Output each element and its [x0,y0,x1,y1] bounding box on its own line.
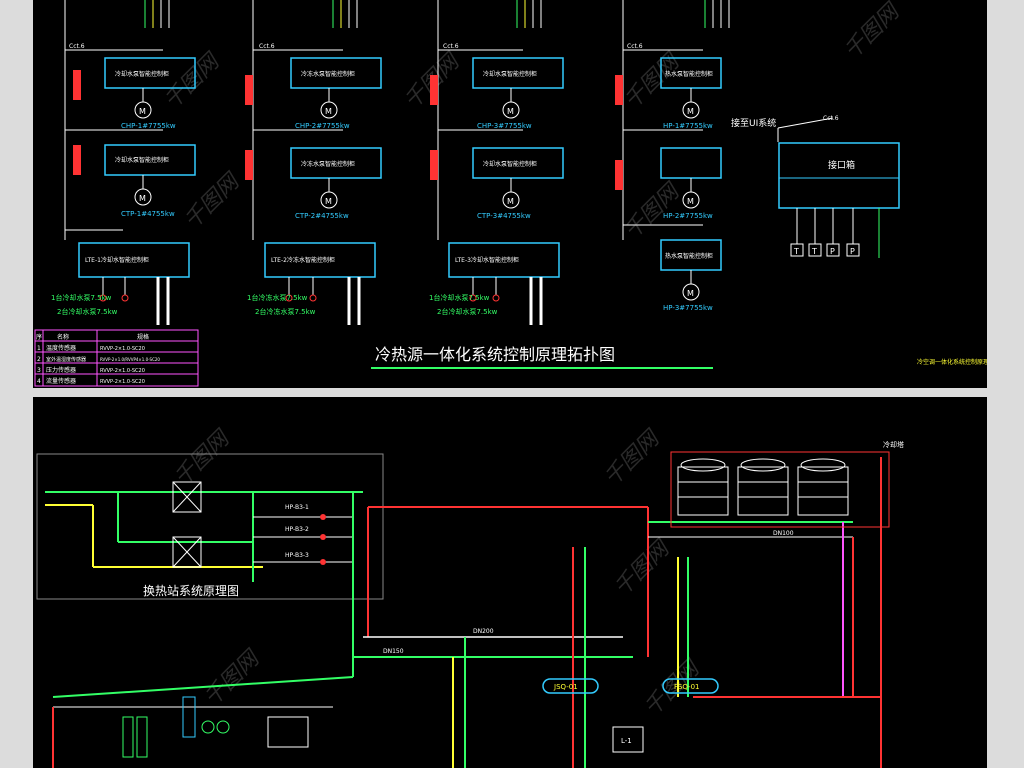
inset-hp2: HP-B3-2 [285,526,309,533]
legend-row-2-no: 2 [37,356,41,363]
inset-hp3: HP-B3-3 [285,552,309,559]
group-3-panel-label: LTE-3冷却水智能控制柜 [455,256,519,264]
svg-text:M: M [139,194,146,203]
inset-title: 换热站系统原理图 [143,584,239,598]
svg-text:M: M [687,197,694,206]
svg-text:千图网: 千图网 [170,425,236,491]
group-2-panel-label: LTE-2冷冻水智能控制柜 [271,256,335,264]
group-1-motor1-label: CHP-1#7755kw [121,122,176,130]
group-4-panel-label: 热水泵智能控制柜 [665,252,713,260]
svg-text:千图网: 千图网 [610,535,676,601]
group-3-motor1-label: CHP-3#7755kw [477,122,532,130]
group-2-motor2-label: CTP-2#4755kw [295,212,349,220]
inset-frame [36,453,384,600]
legend-table [34,329,199,387]
group-1-pump2-label: 2台冷却水泵7.5kw [57,307,118,316]
tanks [122,678,719,758]
svg-text:千图网: 千图网 [620,178,686,244]
left-pumps [52,707,230,768]
group-1-motor2-label: CTP-1#4755kw [121,210,175,218]
unit-l1-label: L-1 [621,737,632,745]
group-2-pump1-label: 1台冷冻水泵7.5kw [247,293,308,302]
interface-box [777,117,900,258]
control-topology-svg: 千图网 千图网 千图网 千图网 千图网 千图网 M M 冷却水泵智能控制柜 CH… [34,0,987,387]
group-4-motor1-label: HP-1#7755kw [663,122,713,130]
group-2-pump2-label: 2台冷冻水泵7.5kw [255,307,316,316]
group-4-motor2-label: HP-2#7755kw [663,212,713,220]
legend-row-4-name: 流量传感器 [46,377,76,385]
group-3-cable-label: Cct.6 [443,43,459,50]
control-topology-panel: 千图网 千图网 千图网 千图网 千图网 千图网 M M 冷却水泵智能控制柜 CH… [33,0,987,388]
svg-text:M: M [139,107,146,116]
legend-header-1: 序 [36,333,42,341]
legend-row-2-spec: RVVP-2×1.0/RVVP4×1.0-SC20 [100,357,160,362]
tank-fsq-label: FSQ-01 [674,683,699,691]
group-2: M M [245,0,382,325]
group-1-unit-label: 冷却水泵智能控制柜 [115,70,169,78]
group-2-unit2-label: 冷冻水泵智能控制柜 [301,160,355,168]
group-4-unit-label: 热水泵智能控制柜 [665,70,713,78]
legend-row-3-name: 压力传感器 [46,366,76,374]
legend-row-4-no: 4 [37,378,41,385]
legend-header-3: 规格 [137,333,149,341]
inset-piping [45,481,363,597]
diagram-note: 冷空调一体化系统控制原理图？ [917,358,987,366]
inset-hp1: HP-B3-1 [285,504,309,511]
svg-text:千图网: 千图网 [600,425,666,491]
group-3: M M [430,0,564,325]
group-2-unit-label: 冷冻水泵智能控制柜 [301,70,355,78]
svg-text:千图网: 千图网 [840,0,906,64]
svg-text:M: M [325,197,332,206]
svg-text:M: M [325,107,332,116]
group-2-cable-label: Cct.6 [259,43,275,50]
group-2-motor1-label: CHP-2#7755kw [295,122,350,130]
legend-row-1-spec: RVVP-2×1.0-SC20 [100,346,145,352]
interface-box-label: 接口箱 [828,159,855,171]
group-3-pump2-label: 2台冷却水泵7.5kw [437,307,498,316]
legend-header-2: 名称 [57,333,69,341]
group-3-motor2-label: CTP-3#4755kw [477,212,531,220]
group-1-panel-label: LTE-1冷却水智能控制柜 [85,256,149,264]
legend-row-3-no: 3 [37,367,41,374]
group-4: M M M [615,0,730,301]
svg-text:M: M [507,197,514,206]
group-3-unit2-label: 冷却水泵智能控制柜 [483,160,537,168]
pipe-dn200-label: DN200 [473,628,494,635]
svg-text:M: M [507,107,514,116]
legend-row-2-name: 室外温湿度传感器 [46,356,86,363]
pipe-dn150-label: DN150 [383,648,404,655]
svg-text:千图网: 千图网 [180,168,246,234]
group-3-pump1-label: 1台冷却水泵7.5kw [429,293,490,302]
svg-text:千图网: 千图网 [200,645,266,711]
group-1-cable-label: Cct.6 [69,43,85,50]
group-3-unit-label: 冷却水泵智能控制柜 [483,70,537,78]
group-1-pump1-label: 1台冷却水泵7.5kw [51,293,112,302]
group-1-unit2-label: 冷却水泵智能控制柜 [115,156,169,164]
svg-text:M: M [687,289,694,298]
interface-port-3: P [830,247,835,256]
interface-comm-label: Cct.6 [823,115,839,122]
legend-row-1-name: 温度传感器 [46,344,76,352]
svg-text:M: M [687,107,694,116]
group-4-cable-label: Cct.6 [627,43,643,50]
pipe-dn100-label: DN100 [773,530,794,537]
legend-row-4-spec: RVVP-2×1.0-SC20 [100,379,145,385]
group-1: M M [64,0,196,325]
tank-jsq-label: JSQ-01 [553,683,578,691]
interface-port-1: T [793,247,799,256]
legend-row-1-no: 1 [37,345,41,352]
heat-exchange-svg: 千图网 千图网 千图网 千图网 千图网 换热站系统原理图 HP-B3-1 HP-… [36,425,904,768]
cooling-tower-label: 冷却塔 [883,440,904,449]
cooling-towers [670,451,890,528]
interface-link-label: 接至UI系统 [731,117,776,129]
heat-exchange-panel: 千图网 千图网 千图网 千图网 千图网 换热站系统原理图 HP-B3-1 HP-… [33,397,987,768]
group-4-motor3-label: HP-3#7755kw [663,304,713,312]
interface-port-2: T [811,247,817,256]
main-piping [52,457,882,768]
legend-row-3-spec: RVVP-2×1.0-SC20 [100,368,145,374]
interface-port-4: P [850,247,855,256]
diagram-title: 冷热源一体化系统控制原理拓扑图 [375,345,615,364]
